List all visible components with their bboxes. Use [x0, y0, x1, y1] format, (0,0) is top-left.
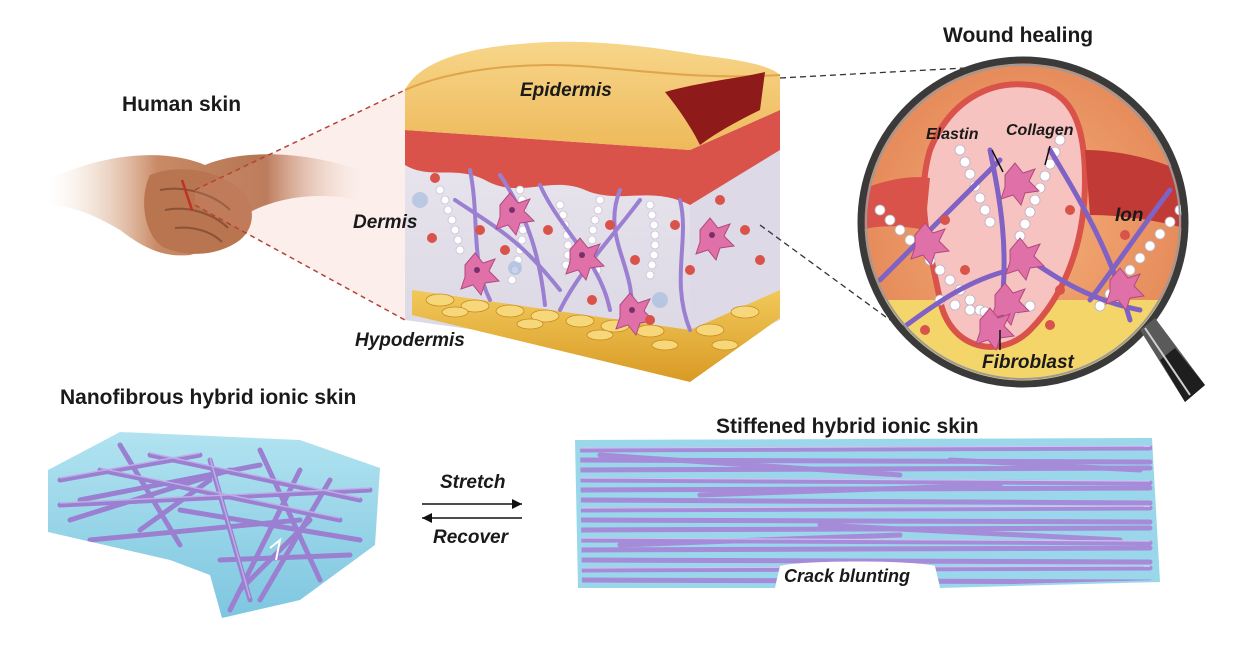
dash-line	[194, 204, 406, 321]
arrow-double-icon	[422, 499, 522, 523]
handshake-image	[48, 154, 360, 256]
magnifier-icon	[857, 56, 1205, 402]
label-wound-healing: Wound healing	[943, 24, 1094, 47]
label-stretch: Stretch	[440, 472, 506, 493]
label-fibroblast: Fibroblast	[982, 352, 1074, 373]
stiffened-sheet	[575, 438, 1160, 588]
skin-cross-section	[404, 41, 781, 382]
zoom-line-bottom	[759, 224, 891, 321]
label-hypodermis: Hypodermis	[355, 330, 465, 351]
nanofibrous-sheet	[48, 432, 380, 618]
dash-line	[194, 89, 406, 191]
label-stiffened: Stiffened hybrid ionic skin	[716, 415, 979, 438]
label-ion: Ion	[1115, 205, 1144, 226]
label-human-skin: Human skin	[122, 93, 242, 116]
label-crack-blunting: Crack blunting	[784, 566, 911, 586]
label-nanofibrous: Nanofibrous hybrid ionic skin	[60, 386, 357, 409]
label-recover: Recover	[433, 527, 508, 548]
label-dermis: Dermis	[353, 212, 418, 233]
label-epidermis: Epidermis	[520, 80, 612, 101]
label-collagen: Collagen	[1006, 122, 1074, 139]
label-elastin: Elastin	[926, 126, 979, 143]
zoom-line-top	[779, 67, 966, 79]
